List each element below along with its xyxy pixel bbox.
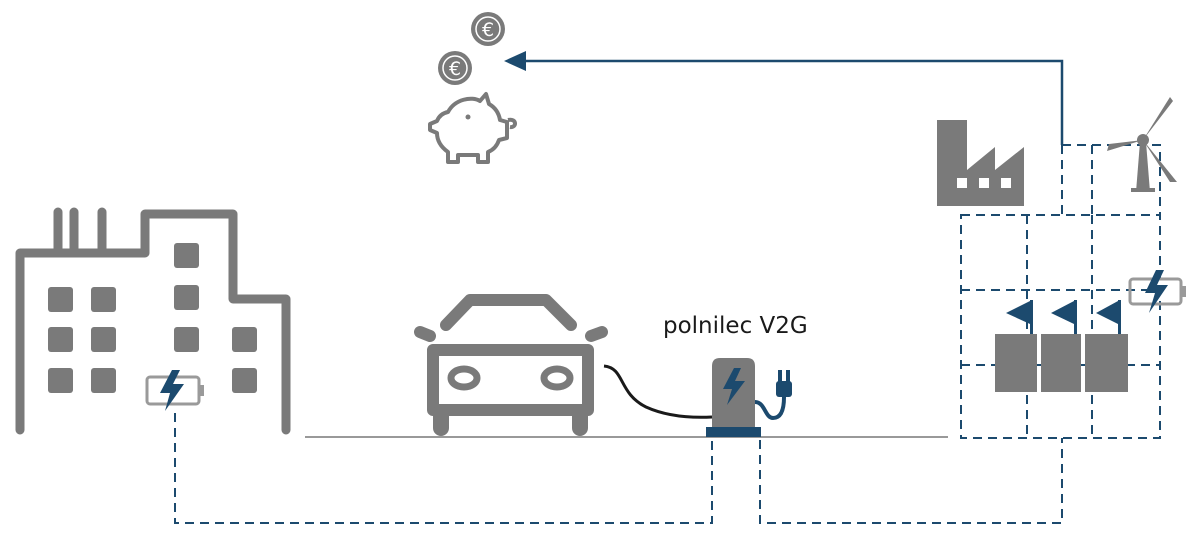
grid-network — [960, 144, 1161, 439]
building-to-charger-connection — [174, 413, 713, 524]
euro-coin-icon: € — [438, 51, 472, 85]
money-flow-arrow — [504, 51, 1064, 145]
factory-icon — [937, 120, 1024, 206]
charger-to-grid-connection — [759, 438, 1063, 524]
wind-turbine-icon — [1107, 97, 1177, 192]
plug-icon — [754, 370, 792, 421]
office-building-icon — [15, 207, 291, 435]
storage-blocks — [995, 334, 1128, 392]
charging-cable — [603, 364, 713, 419]
grid-battery-icon — [1128, 270, 1186, 313]
electric-car-icon — [414, 294, 608, 436]
arrow-head — [504, 51, 526, 71]
flag-icon — [1051, 300, 1077, 334]
euro-coin-icon: € — [471, 12, 505, 46]
piggy-eye — [465, 114, 471, 120]
flag-icon — [1006, 300, 1033, 334]
v2g-charger-icon — [706, 358, 761, 437]
flag-icon — [1096, 300, 1121, 334]
charger-label: polnilec V2G — [663, 313, 808, 339]
power-connections — [174, 144, 1161, 524]
euro-symbol: € — [449, 58, 461, 80]
building-battery-icon — [145, 370, 204, 411]
euro-symbol: € — [482, 19, 494, 41]
piggy-bank-icon — [428, 92, 517, 164]
